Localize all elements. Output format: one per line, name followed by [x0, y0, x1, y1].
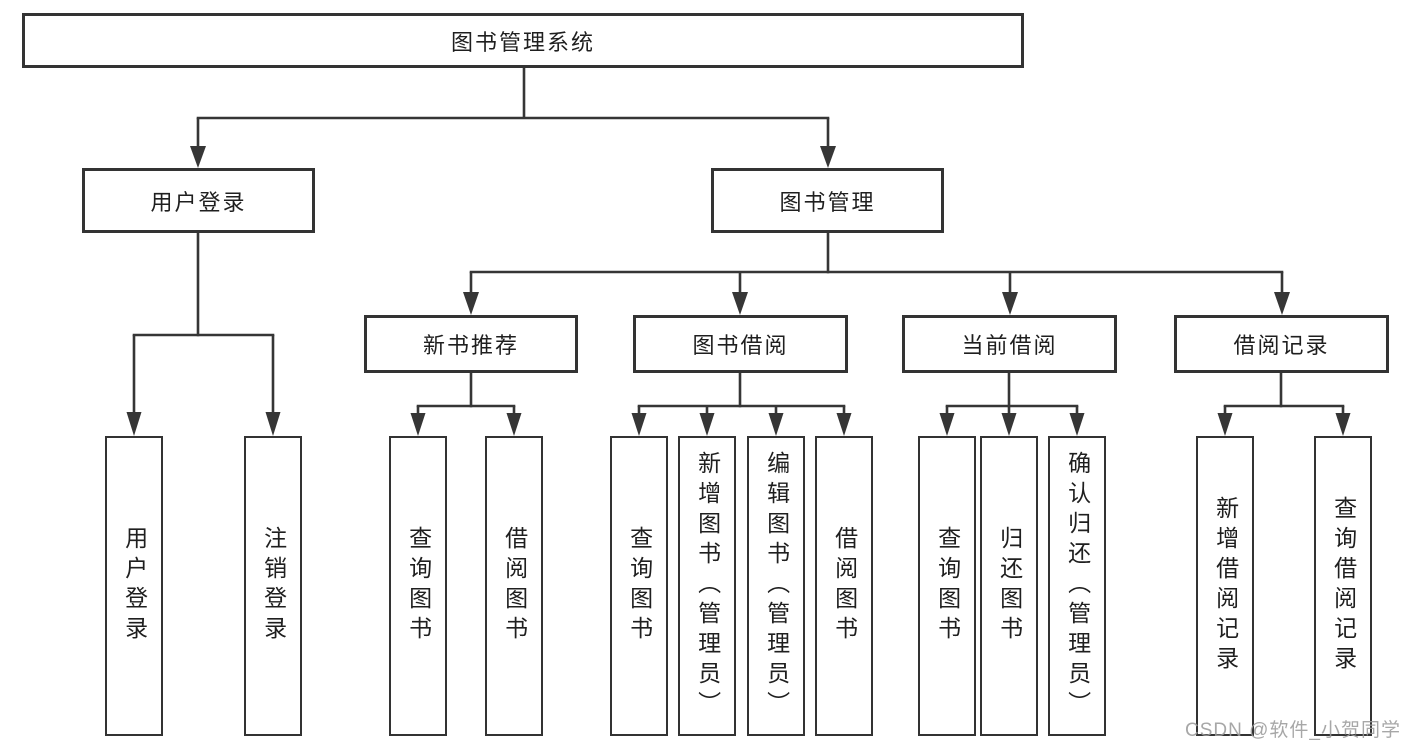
leaf-borrow-borrow: 借阅图书: [815, 436, 873, 736]
node-new-books-label: 新书推荐: [422, 333, 519, 358]
arrowheads: [126, 146, 1351, 436]
node-book-mgmt-label: 图书管理: [779, 189, 876, 215]
leaf-borrow-add-admin: 新增图书（管理员）: [678, 436, 736, 736]
leaf-borrow-add-admin-label: 新增图书（管理员）: [694, 451, 721, 721]
leaf-records-query-label: 查询借阅记录: [1330, 496, 1357, 676]
leaf-borrow-query: 查询图书: [610, 436, 668, 736]
node-current-borrow: 当前借阅: [902, 315, 1117, 373]
leaf-current-return: 归还图书: [980, 436, 1038, 736]
leaf-borrow-borrow-label: 借阅图书: [831, 526, 858, 646]
node-book-mgmt: 图书管理: [711, 168, 944, 233]
leaf-current-query: 查询图书: [918, 436, 976, 736]
leaf-current-confirm-admin-label: 确认归还（管理员）: [1064, 451, 1091, 721]
node-current-borrow-label: 当前借阅: [961, 333, 1058, 358]
node-book-borrow: 图书借阅: [633, 315, 848, 373]
leaf-current-return-label: 归还图书: [996, 526, 1023, 646]
leaf-newbooks-query-label: 查询图书: [405, 526, 432, 646]
leaf-user-login-label: 用户登录: [121, 526, 148, 646]
node-user-login-label: 用户登录: [150, 189, 247, 215]
leaf-newbooks-query: 查询图书: [389, 436, 447, 736]
leaf-logout: 注销登录: [244, 436, 302, 736]
node-borrow-records: 借阅记录: [1174, 315, 1389, 373]
leaf-records-query: 查询借阅记录: [1314, 436, 1372, 736]
node-root-label: 图书管理系统: [450, 29, 595, 55]
leaf-current-query-label: 查询图书: [934, 526, 961, 646]
node-root: 图书管理系统: [22, 13, 1024, 68]
leaf-borrow-edit-admin-label: 编辑图书（管理员）: [763, 451, 790, 721]
leaf-newbooks-borrow-label: 借阅图书: [501, 526, 528, 646]
leaf-borrow-edit-admin: 编辑图书（管理员）: [747, 436, 805, 736]
node-borrow-records-label: 借阅记录: [1233, 333, 1330, 358]
node-book-borrow-label: 图书借阅: [692, 333, 789, 358]
leaf-current-confirm-admin: 确认归还（管理员）: [1048, 436, 1106, 736]
leaf-borrow-query-label: 查询图书: [626, 526, 653, 646]
leaf-records-add-label: 新增借阅记录: [1212, 496, 1239, 676]
leaf-records-add: 新增借阅记录: [1196, 436, 1254, 736]
leaf-newbooks-borrow: 借阅图书: [485, 436, 543, 736]
csdn-watermark: CSDN @软件_小贺同学: [1185, 720, 1401, 741]
node-user-login: 用户登录: [82, 168, 315, 233]
node-new-books: 新书推荐: [364, 315, 578, 373]
leaf-user-login: 用户登录: [105, 436, 163, 736]
leaf-logout-label: 注销登录: [260, 526, 287, 646]
